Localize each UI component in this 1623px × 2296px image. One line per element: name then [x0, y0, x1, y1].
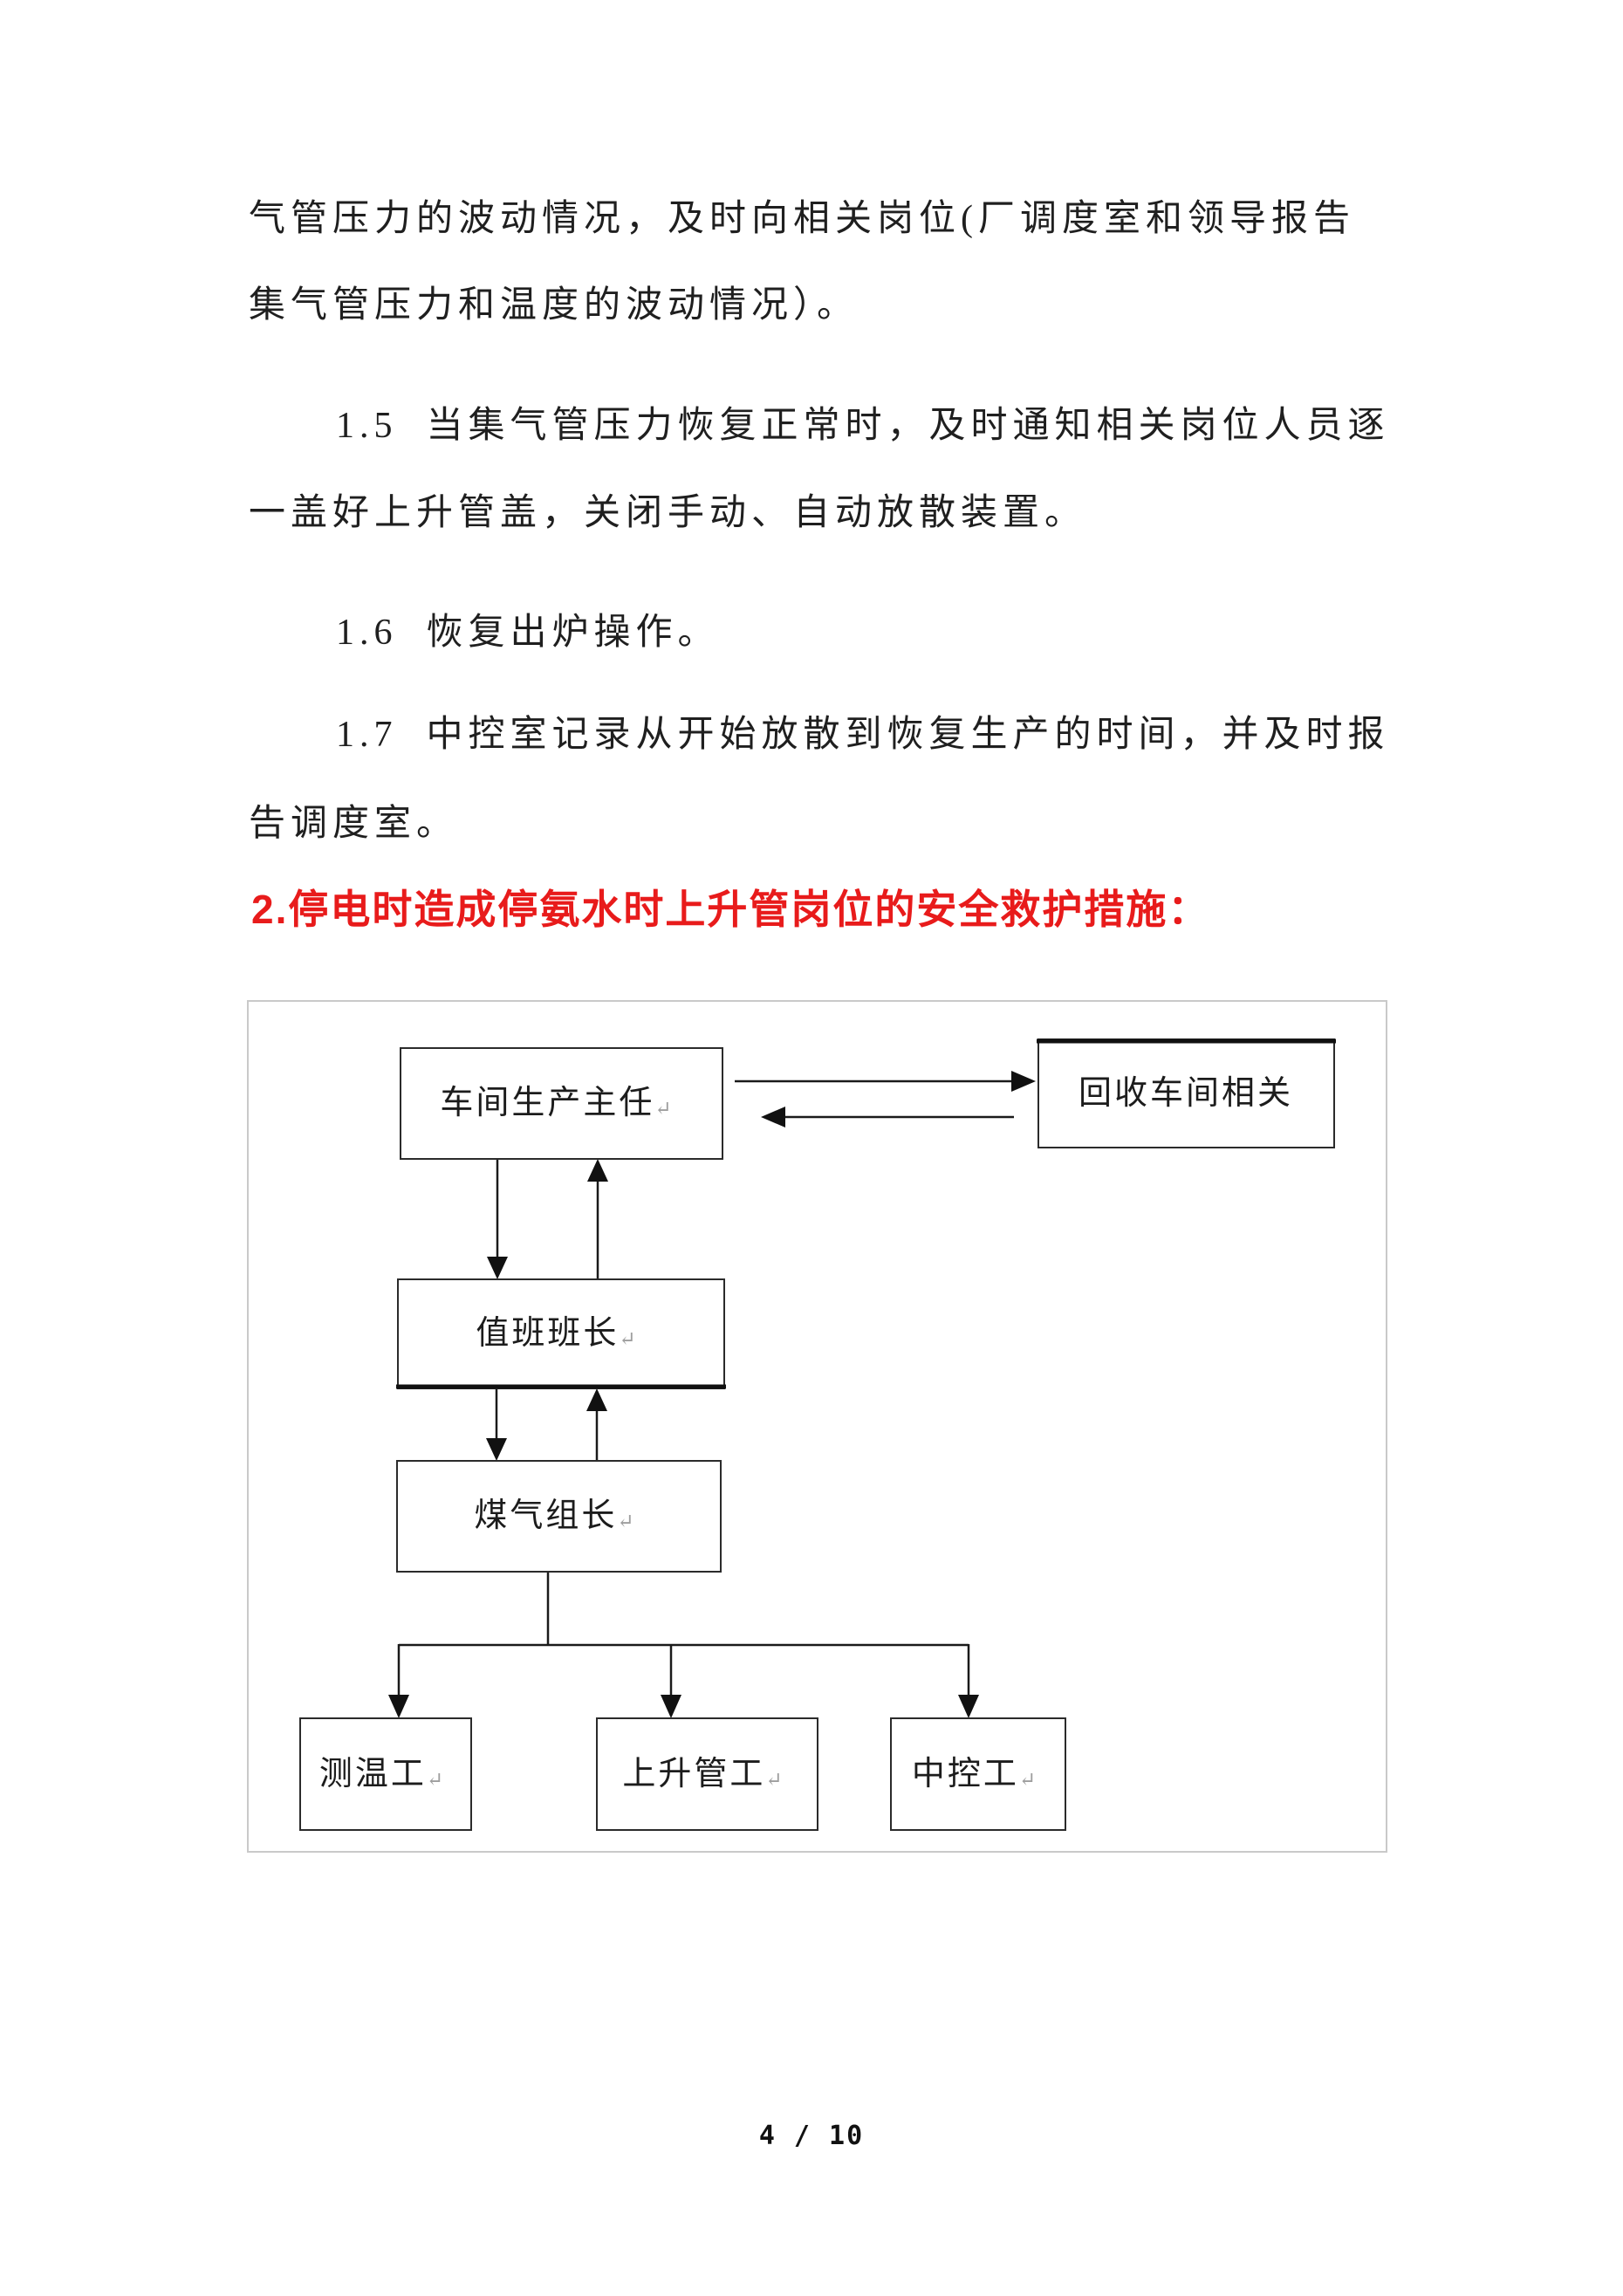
paragraph-line-1: 气管压力的波动情况，及时向相关岗位(厂调度室和领导报告 [249, 199, 1355, 239]
svg-text:中控工↵: 中控工↵ [912, 1756, 1036, 1792]
svg-text:值班班长↵: 值班班长↵ [476, 1315, 635, 1352]
paragraph-line-2: 集气管压力和温度的波动情况）。 [249, 285, 859, 326]
arrowhead-down-icon [661, 1695, 681, 1718]
node-central-control-worker: 中控工↵ [890, 1717, 1066, 1831]
svg-text:上升管工↵: 上升管工↵ [622, 1756, 782, 1792]
svg-text:煤气组长↵: 煤气组长↵ [474, 1498, 633, 1534]
node-temperature-worker: 测温工↵ [299, 1717, 472, 1831]
flowchart-container: 车间生产主任↵ 回收车间相关 值班班长↵ 煤气组长↵ 测温工↵ 上升管工↵ [247, 1000, 1387, 1853]
paragraph-line-5: 1.6 恢复出炉操作。 [336, 613, 720, 653]
arrowhead-down-icon [958, 1695, 979, 1718]
svg-text:回收车间相关: 回收车间相关 [1079, 1075, 1293, 1112]
paragraph-line-3: 1.5 当集气管压力恢复正常时，及时通知相关岗位人员逐 [336, 406, 1390, 446]
org-flowchart: 车间生产主任↵ 回收车间相关 值班班长↵ 煤气组长↵ 测温工↵ 上升管工↵ [299, 1038, 1336, 1831]
arrowhead-down-icon [388, 1695, 409, 1718]
arrowhead-left-icon [761, 1107, 785, 1127]
arrowhead-right-icon [1011, 1071, 1036, 1092]
page-number: 4 / 10 [758, 2121, 865, 2151]
arrowhead-down-icon [486, 1438, 507, 1461]
arrowhead-up-icon [587, 1159, 608, 1182]
node-recycle-workshop: 回收车间相关 [1037, 1038, 1336, 1148]
svg-text:车间生产主任↵: 车间生产主任↵ [440, 1085, 671, 1121]
paragraph-line-6: 1.7 中控室记录从开始放散到恢复生产的时间，并及时报 [336, 715, 1390, 755]
paragraph-line-4: 一盖好上升管盖，关闭手动、自动放散装置。 [249, 493, 1087, 533]
arrowhead-down-icon [487, 1257, 508, 1279]
arrowhead-up-icon [586, 1388, 607, 1411]
node-duty-shift-leader: 值班班长↵ [396, 1278, 726, 1389]
node-workshop-director: 车间生产主任↵ [400, 1047, 723, 1160]
svg-text:测温工↵: 测温工↵ [319, 1756, 443, 1792]
node-gas-group-leader: 煤气组长↵ [396, 1460, 722, 1573]
paragraph-line-7: 告调度室。 [249, 804, 459, 844]
node-riser-pipe-worker: 上升管工↵ [596, 1717, 818, 1831]
section-heading: 2.停电时造成停氨水时上升管岗位的安全救护措施： [251, 887, 1210, 932]
